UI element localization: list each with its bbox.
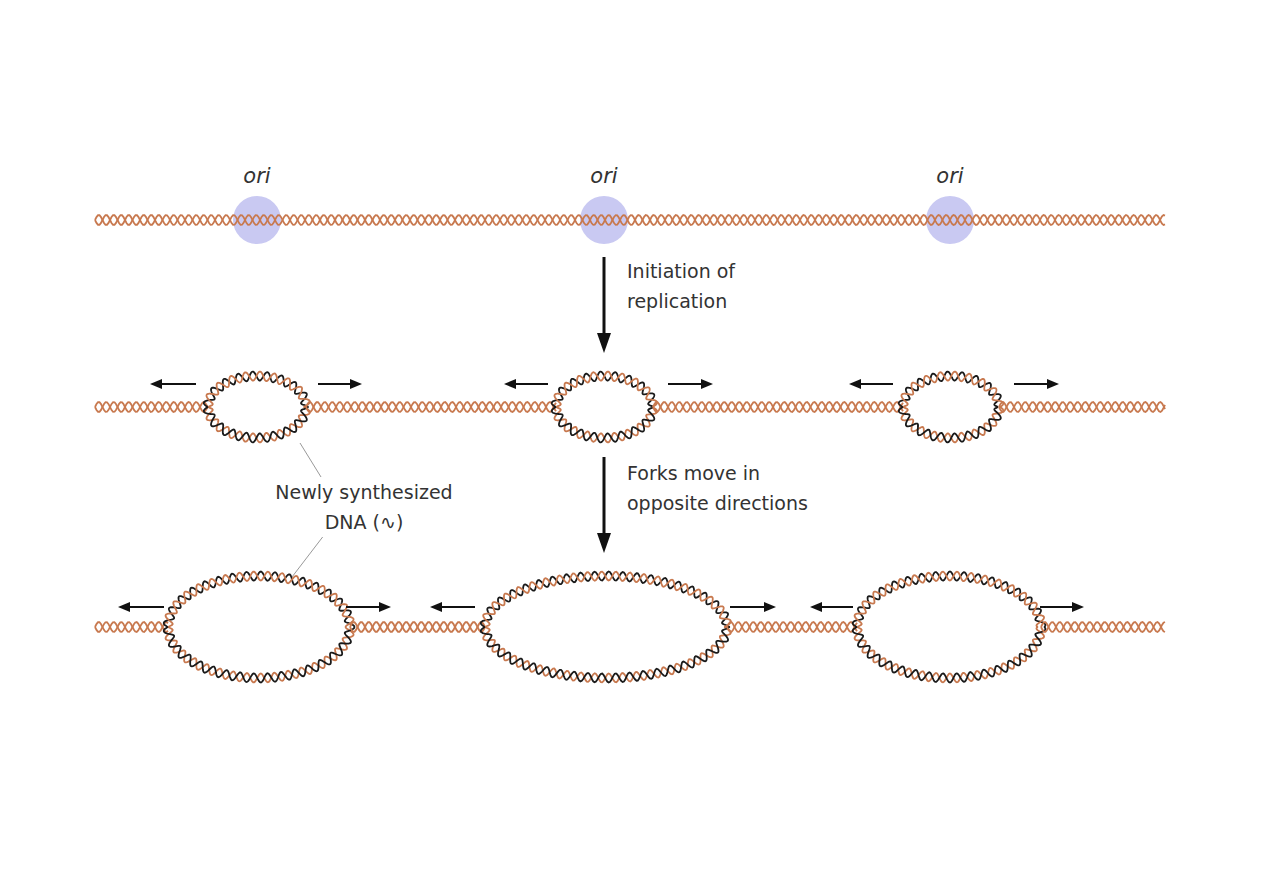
arrow-head <box>849 379 861 389</box>
arrow-shaft <box>160 383 196 385</box>
dna-strand <box>350 622 485 632</box>
dna-strand <box>727 622 857 632</box>
arrow-head <box>764 602 776 612</box>
ori-label: ori <box>910 161 990 191</box>
dna-strand <box>853 572 1046 627</box>
dna-strand <box>853 627 1046 682</box>
dna-strand <box>554 407 657 442</box>
ori-label: ori <box>564 161 644 191</box>
arrow-shaft <box>820 606 853 608</box>
arrow-shaft <box>1040 606 1074 608</box>
arrow-shaft <box>514 383 548 385</box>
dna-strand <box>901 372 1003 407</box>
dna-strand <box>306 402 556 412</box>
arrow-head <box>350 379 362 389</box>
dna-strand <box>855 572 1044 627</box>
dna-strand <box>483 627 731 682</box>
dna-strand <box>207 372 310 407</box>
dna-strand <box>166 627 354 682</box>
arrow-head <box>597 533 611 553</box>
leader-line <box>292 530 328 577</box>
arrow-shaft <box>859 383 893 385</box>
step-label: Initiation of replication <box>627 256 777 316</box>
dna-strand <box>204 407 309 442</box>
arrow-shaft <box>1014 383 1049 385</box>
ori-label: ori <box>217 161 297 191</box>
dna-strand <box>855 627 1044 682</box>
arrow-head <box>1072 602 1084 612</box>
dna-strand <box>552 407 654 442</box>
dna-strand <box>999 402 1165 412</box>
dna-strand <box>481 572 730 627</box>
dna-strand <box>166 572 354 627</box>
arrow-head <box>597 333 611 353</box>
dna-strand <box>727 622 857 632</box>
ori-marks <box>233 196 974 244</box>
dna-strand <box>350 622 485 632</box>
arrow-shaft <box>346 606 381 608</box>
arrow-shaft <box>668 383 703 385</box>
step-label: Forks move in opposite directions <box>627 458 842 518</box>
dna-strand <box>95 622 168 632</box>
arrow-shaft <box>603 457 606 537</box>
leader-line <box>300 443 321 477</box>
dna-strand <box>999 402 1165 412</box>
dna-strand <box>483 572 731 627</box>
arrow-head <box>379 602 391 612</box>
arrow-head <box>150 379 162 389</box>
dna-strands <box>95 215 1165 682</box>
arrow-head <box>810 602 822 612</box>
dna-strand <box>164 572 355 627</box>
arrow-head <box>701 379 713 389</box>
dna-strand <box>95 402 208 412</box>
dna-strand <box>95 215 1165 225</box>
dna-strand <box>95 622 168 632</box>
arrow-shaft <box>730 606 766 608</box>
dna-strand <box>899 407 1001 442</box>
arrow-shaft <box>318 383 352 385</box>
dna-strand <box>554 372 657 407</box>
arrow-head <box>1047 379 1059 389</box>
ori-mark <box>233 196 281 244</box>
arrow-shaft <box>128 606 164 608</box>
arrow-head <box>430 602 442 612</box>
callout-label: Newly synthesized DNA (∿) <box>257 477 471 537</box>
dna-strand <box>1041 622 1165 632</box>
arrows <box>118 257 1084 612</box>
dna-strand <box>306 402 556 412</box>
dna-strand <box>653 402 903 412</box>
arrow-head <box>118 602 130 612</box>
dna-strand <box>653 402 903 412</box>
dna-strand <box>481 627 730 682</box>
arrow-shaft <box>603 257 606 337</box>
arrow-shaft <box>440 606 475 608</box>
dna-strand <box>95 402 208 412</box>
dna-strand <box>95 215 1165 225</box>
dna-strand <box>207 407 310 442</box>
dna-strand <box>1041 622 1165 632</box>
arrow-head <box>504 379 516 389</box>
dna-strand <box>164 627 355 682</box>
